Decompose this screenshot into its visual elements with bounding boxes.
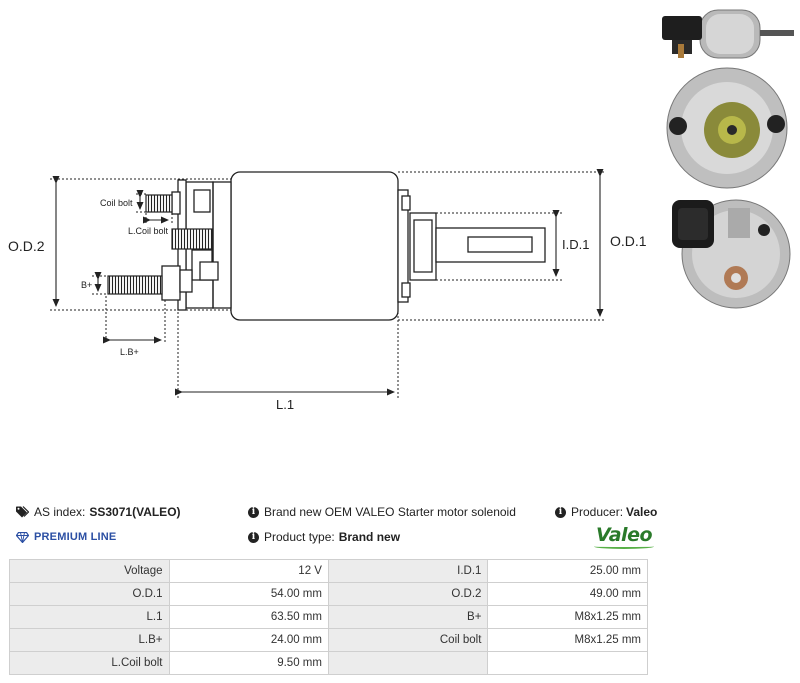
product-photo-front	[666, 67, 788, 189]
premium-line-badge[interactable]: PREMIUM LINE	[16, 531, 116, 543]
spec-key	[327, 651, 489, 675]
label-l1: L.1	[276, 397, 294, 412]
coil-bolt	[145, 194, 173, 213]
label-id1: I.D.1	[562, 237, 589, 252]
producer-label: Producer:	[571, 505, 624, 519]
as-index: AS index: SS3071(VALEO)	[16, 505, 181, 519]
b-plus-bolt	[107, 275, 163, 295]
as-index-label: AS index:	[34, 505, 86, 519]
label-b-plus: B+	[81, 280, 92, 290]
solenoid-body	[161, 171, 546, 321]
tag-icon	[16, 506, 29, 518]
description-text: Brand new OEM VALEO Starter motor soleno…	[264, 505, 516, 519]
premium-line-text: PREMIUM LINE	[34, 531, 117, 543]
solenoid-dimension-drawing: O.D.2 O.D.1 I.D.1 L.1 Coil bolt L.Coil b…	[8, 169, 647, 412]
diamond-icon	[16, 531, 29, 543]
info-icon: i	[248, 506, 259, 518]
spec-value: 12 V	[168, 559, 329, 583]
spec-value: M8x1.25 mm	[487, 628, 648, 652]
label-lb-plus: L.B+	[120, 347, 139, 357]
coil-bolt-nut	[171, 228, 213, 250]
spec-key: O.D.2	[327, 582, 489, 606]
extension-lines	[50, 171, 606, 398]
description: i Brand new OEM VALEO Starter motor sole…	[248, 505, 516, 519]
spec-key: L.1	[9, 605, 170, 629]
product-type-label: Product type:	[264, 530, 335, 544]
label-coil-bolt: Coil bolt	[100, 198, 133, 208]
spec-value: 49.00 mm	[487, 582, 648, 606]
producer-value: Valeo	[626, 505, 658, 519]
spec-key: I.D.1	[327, 559, 489, 583]
spec-value: 24.00 mm	[168, 628, 329, 652]
spec-key: O.D.1	[9, 582, 170, 606]
spec-key: L.B+	[9, 628, 170, 652]
spec-value: 54.00 mm	[168, 582, 329, 606]
spec-key: Voltage	[9, 559, 170, 583]
label-l-coil-bolt: L.Coil bolt	[128, 226, 169, 236]
valeo-logo: Valeo	[593, 524, 655, 549]
producer: i Producer: Valeo	[555, 505, 657, 519]
product-photo-rear	[672, 199, 791, 309]
dimension-arrows	[52, 169, 604, 396]
as-index-value: SS3071(VALEO)	[89, 505, 181, 519]
spec-key: L.Coil bolt	[9, 651, 170, 675]
spec-value	[487, 651, 648, 675]
product-type: i Product type: Brand new	[248, 530, 400, 544]
spec-value: 9.50 mm	[168, 651, 329, 675]
spec-value: 25.00 mm	[487, 559, 648, 583]
spec-value: M8x1.25 mm	[487, 605, 648, 629]
label-od2: O.D.2	[8, 238, 45, 254]
info-icon: i	[555, 506, 566, 518]
spec-key: Coil bolt	[327, 628, 489, 652]
product-photo-side	[662, 9, 794, 59]
spec-key: B+	[327, 605, 489, 629]
spec-value: 63.50 mm	[168, 605, 329, 629]
info-icon: i	[248, 531, 259, 543]
product-type-value: Brand new	[338, 530, 401, 544]
label-od1: O.D.1	[610, 233, 647, 249]
